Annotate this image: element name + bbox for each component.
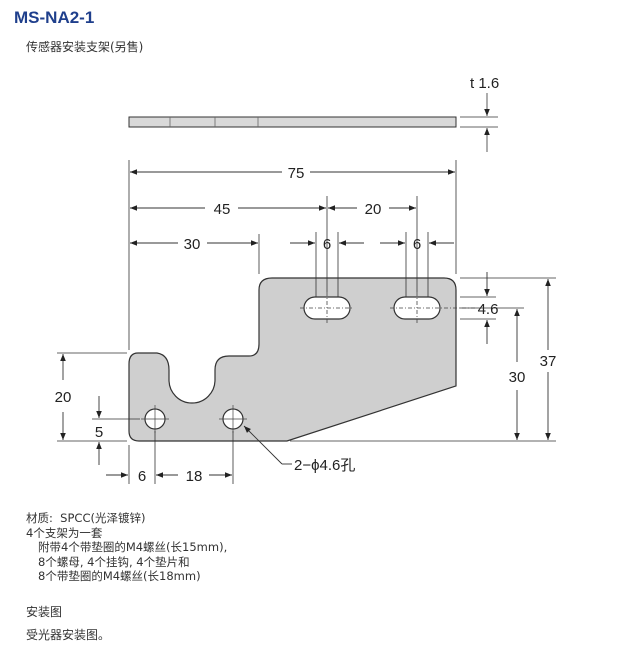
dimension-lines xyxy=(60,169,551,478)
note-line-5: 8个带垫圈的M4螺丝(长18mm) xyxy=(38,569,201,583)
note-line-2: 4个支架为一套 xyxy=(26,525,103,540)
page-subtitle: 传感器安装支架(另售) xyxy=(26,40,144,54)
hole-callout: 2−ϕ4.6孔 xyxy=(294,457,355,474)
page-title: MS-NA2-1 xyxy=(14,8,95,27)
dim-slot-height: 4.6 xyxy=(478,301,499,318)
dim-30-width: 30 xyxy=(184,236,201,253)
spec-notes: 材质: SPCC(光泽镀锌) 4个支架为一套 附带4个带垫圈的M4螺丝(长15m… xyxy=(26,511,227,584)
install-text: 受光器安装图。 xyxy=(26,628,111,642)
dim-5: 5 xyxy=(95,424,103,441)
dim-37: 37 xyxy=(540,353,557,370)
dim-20-height: 20 xyxy=(55,389,72,406)
plate-edge-view xyxy=(128,93,498,152)
mounting-hole-right xyxy=(219,405,247,433)
mounting-slot-left xyxy=(300,292,354,324)
thickness-label: t 1.6 xyxy=(470,75,499,92)
dim-overall-width: 75 xyxy=(288,165,305,182)
note-material: 材质: SPCC(光泽镀锌) xyxy=(26,511,146,525)
dim-18: 18 xyxy=(186,468,203,485)
dim-20: 20 xyxy=(365,201,382,218)
dim-slot-width-right: 6 xyxy=(413,236,421,253)
note-line-4: 8个螺母, 4个挂钩, 4个垫片和 xyxy=(38,554,190,569)
bracket-drawing: t 1.6 xyxy=(55,75,557,485)
bracket-body xyxy=(128,277,457,442)
extension-lines xyxy=(57,160,556,484)
dim-30-height: 30 xyxy=(509,369,526,386)
dim-45: 45 xyxy=(214,201,231,218)
dim-slot-width-left: 6 xyxy=(323,236,331,253)
dim-6-offset: 6 xyxy=(138,468,146,485)
mounting-hole-left xyxy=(141,405,169,433)
install-title: 安装图 xyxy=(26,605,63,619)
note-line-3: 附带4个带垫圈的M4螺丝(长15mm), xyxy=(38,540,228,554)
mounting-slot-right xyxy=(390,292,476,324)
